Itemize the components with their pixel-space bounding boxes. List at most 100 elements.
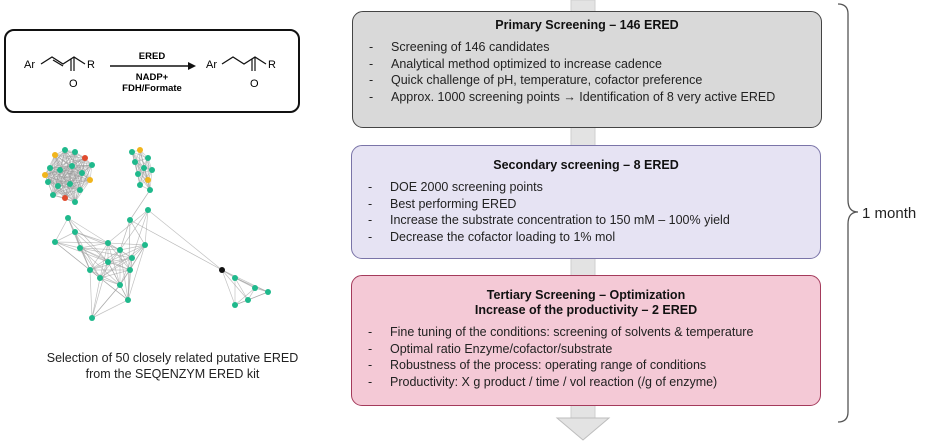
network-edge: [54, 241, 109, 244]
network-edge: [57, 185, 81, 191]
reactant-r-label: R: [87, 59, 95, 71]
network-node: [127, 267, 133, 273]
network-edge: [99, 277, 129, 301]
network-edge: [47, 179, 91, 183]
list-item: -Optimal ratio Enzyme/cofactor/substrate: [368, 341, 613, 356]
network-edge: [129, 219, 146, 246]
network-edge: [44, 172, 83, 176]
reagent-enzyme-label: ERED: [139, 51, 166, 62]
list-item: -Approx. 1000 screening points → Identif…: [369, 89, 776, 104]
network-edge: [221, 269, 269, 293]
reagent-cofactor-label: NADP+: [136, 72, 169, 83]
network-node: [50, 192, 56, 198]
network-edge: [89, 242, 109, 271]
network-node: [142, 242, 148, 248]
network-edge: [79, 247, 131, 271]
list-item: -Decrease the cofactor loading to 1% mol: [368, 229, 616, 244]
network-node: [72, 229, 78, 235]
list-item: -Best performing ERED: [368, 196, 517, 211]
network-node: [97, 275, 103, 281]
network-node: [232, 302, 238, 308]
network-edge: [107, 261, 131, 271]
network-node: [55, 183, 61, 189]
network-edge: [234, 287, 256, 306]
network-edge: [99, 277, 121, 286]
network-edge: [137, 173, 151, 191]
secondary-screening-list: -DOE 2000 screening points -Best perform…: [362, 179, 810, 245]
network-edge: [221, 269, 236, 306]
network-edge: [139, 169, 153, 186]
network-edge: [91, 261, 109, 319]
network-edge: [129, 189, 151, 221]
network-node: [149, 167, 155, 173]
network-edge: [67, 217, 109, 244]
network-edge: [79, 247, 91, 271]
network-edge: [134, 161, 151, 191]
network-node: [72, 199, 78, 205]
network-node: [65, 215, 71, 221]
network-node: [132, 159, 138, 165]
network-edge: [107, 244, 146, 263]
network-node: [129, 149, 135, 155]
timeline-bracket: [837, 3, 859, 423]
network-edge: [64, 149, 91, 181]
network-node: [87, 267, 93, 273]
network-node: [62, 195, 68, 201]
network-edge: [47, 181, 66, 199]
network-node: [47, 165, 53, 171]
network-node: [127, 217, 133, 223]
network-edge: [91, 277, 101, 319]
network-edge: [119, 249, 129, 301]
network-node: [129, 255, 135, 261]
network-edge: [64, 149, 93, 166]
list-item: -Fine tuning of the conditions: screenin…: [368, 325, 754, 339]
network-edge: [89, 249, 121, 271]
network-edge: [79, 242, 109, 249]
network-node: [135, 171, 141, 177]
network-edge: [134, 161, 149, 181]
network-node: [252, 285, 258, 291]
tertiary-screening-title: Tertiary Screening – Optimization: [486, 288, 686, 302]
network-edge: [74, 231, 121, 251]
secondary-screening-title: Secondary screening – 8 ERED: [493, 158, 679, 172]
network-node: [125, 297, 131, 303]
network-node: [89, 162, 95, 168]
network-edge: [234, 277, 249, 301]
tertiary-screening-subtitle: Increase of the productivity – 2 ERED: [474, 303, 698, 317]
network-edge: [127, 219, 131, 301]
network-edge: [79, 247, 121, 286]
product-r-label: R: [268, 59, 276, 71]
network-node: [52, 152, 58, 158]
network-edge: [99, 244, 146, 279]
network-edge: [99, 269, 131, 279]
reactant-oxygen-label: O: [69, 78, 78, 90]
network-node: [145, 207, 151, 213]
network-node: [79, 170, 85, 176]
network-edge: [59, 169, 81, 191]
product-aryl-label: Ar: [206, 59, 217, 71]
network-node: [105, 259, 111, 265]
network-node: [232, 275, 238, 281]
network-edge: [107, 242, 146, 246]
network-edge: [119, 244, 146, 286]
network-node: [117, 247, 123, 253]
network-node: [265, 289, 271, 295]
network-edge: [64, 164, 93, 199]
list-item: -Productivity: X g product / time / vol …: [368, 374, 718, 389]
network-edge: [71, 165, 76, 203]
network-node: [137, 147, 143, 153]
network-node: [87, 177, 93, 183]
network-node: [62, 147, 68, 153]
network-edge: [89, 269, 93, 319]
network-edge: [67, 217, 109, 263]
list-item: -Robustness of the process: operating ra…: [368, 358, 707, 372]
network-node: [52, 239, 58, 245]
network-edge: [52, 189, 81, 196]
network-node: [45, 179, 51, 185]
network-edge: [59, 169, 66, 199]
network-edge: [107, 257, 133, 263]
network-node: [137, 182, 143, 188]
network-edge: [49, 151, 76, 169]
network-edge: [131, 244, 146, 259]
network-edge: [57, 172, 83, 187]
